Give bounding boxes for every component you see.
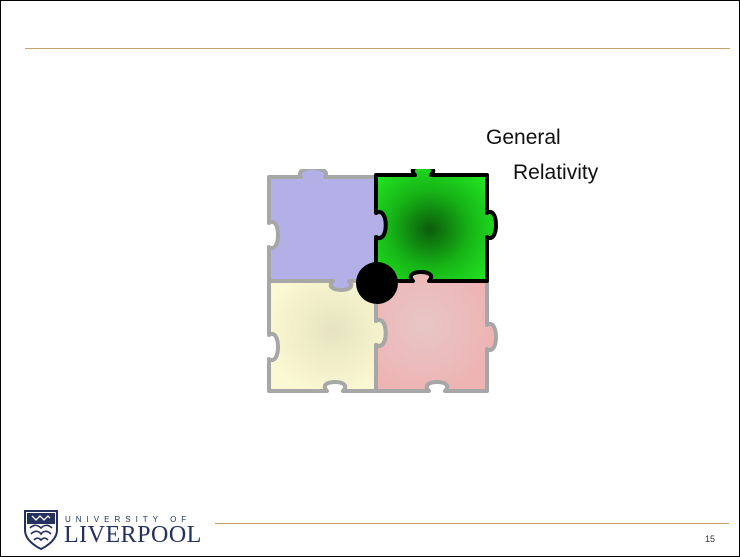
puzzle-piece-top-right [374, 169, 498, 283]
label-relativity: Relativity [513, 161, 599, 184]
junction-marker [356, 262, 398, 304]
university-logo [24, 510, 58, 550]
logo-university-of: UNIVERSITY OF [65, 515, 192, 524]
label-general: General [486, 126, 561, 149]
crest-icon [24, 510, 58, 550]
logo-liverpool: LIVERPOOL [64, 522, 202, 548]
puzzle-illustration [267, 169, 498, 393]
header-rule [25, 48, 730, 49]
footer-rule [215, 523, 729, 524]
page-number: 15 [704, 534, 715, 544]
